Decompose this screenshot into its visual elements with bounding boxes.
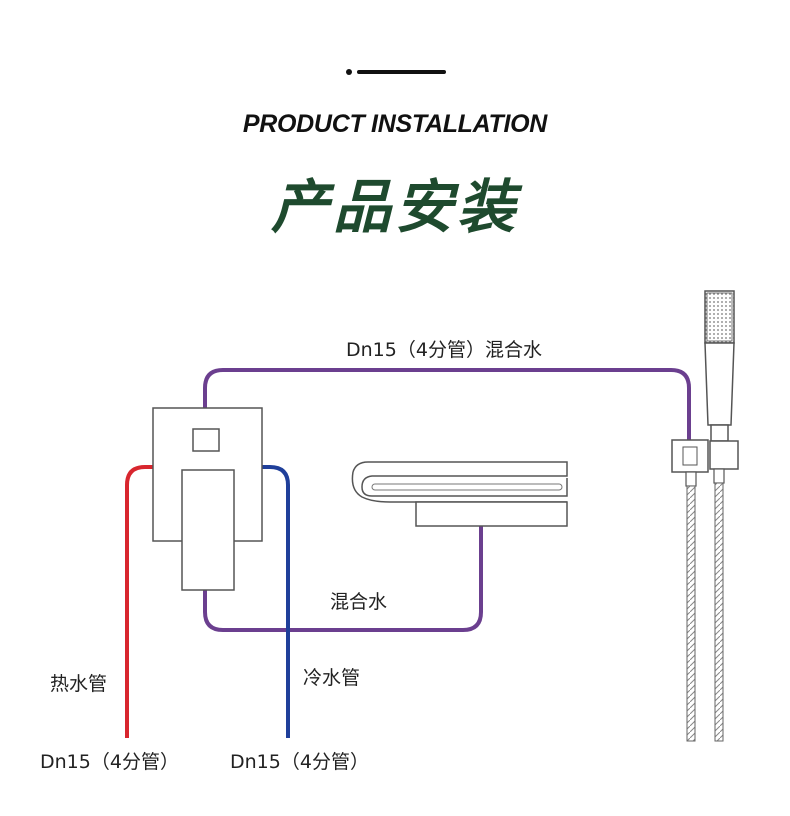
page-title-chinese: 产品安装 bbox=[270, 173, 519, 241]
waterfall-spout-icon bbox=[351, 461, 568, 527]
label-mixed-water-bottom: 混合水 bbox=[330, 591, 387, 613]
mixed-water-pipe-top bbox=[203, 368, 691, 440]
label-cold-pipe-size: Dn15（4分管） bbox=[230, 751, 369, 773]
valve-handle bbox=[181, 469, 235, 591]
header-decoration bbox=[346, 69, 446, 75]
label-cold-pipe: 冷水管 bbox=[303, 667, 360, 689]
deco-dot bbox=[346, 69, 352, 75]
hot-water-pipe bbox=[125, 465, 153, 738]
label-hot-pipe: 热水管 bbox=[50, 673, 107, 695]
hand-shower-icon bbox=[671, 290, 739, 742]
cold-water-pipe bbox=[262, 465, 290, 738]
label-mixed-water-top: Dn15（4分管）混合水 bbox=[346, 339, 542, 361]
mixed-water-pipe-bottom bbox=[203, 525, 483, 632]
page-title-english: PRODUCT INSTALLATION bbox=[242, 110, 548, 138]
valve-indicator-icon bbox=[192, 428, 220, 452]
label-hot-pipe-size: Dn15（4分管） bbox=[40, 751, 179, 773]
deco-bar bbox=[357, 70, 446, 74]
